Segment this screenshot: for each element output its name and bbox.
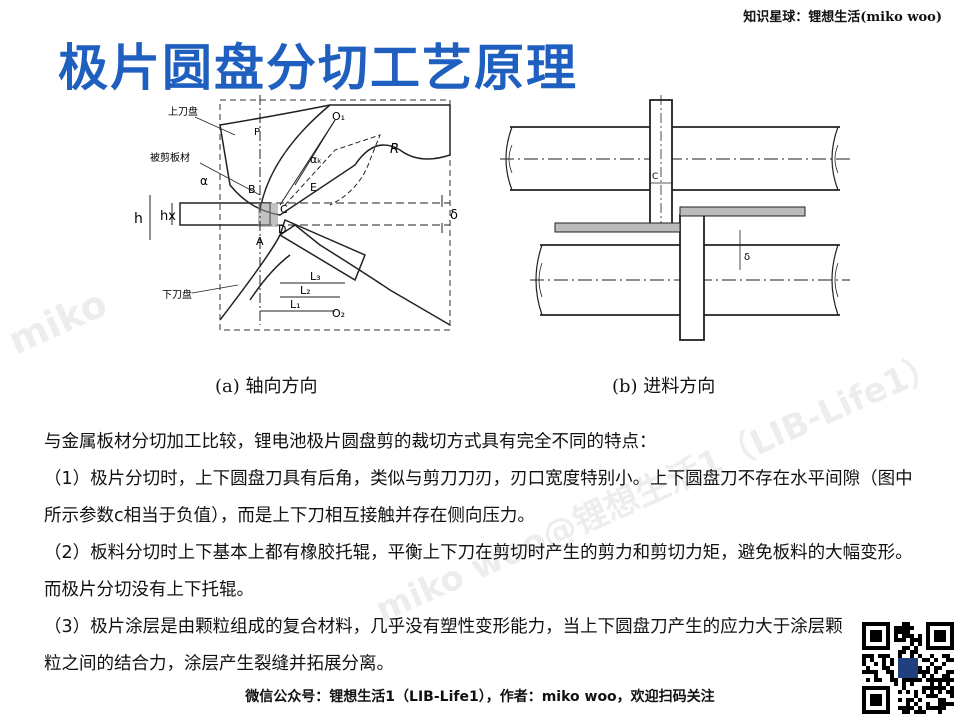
point-1-paragraph: （1）极片分切时，上下圆盘刀具有后角，类似与剪刀刀刃，刃口宽度特别小。上下圆盘刀… [44,469,913,526]
top-note: 知识星球：锂想生活(miko woo) [743,10,942,25]
figure-b-caption: (b) 进料方向 [612,376,716,397]
label-l2: L₂ [300,284,311,297]
label-sheet: 被剪板材 [150,151,190,164]
qr-code-icon [862,622,954,714]
body-text: 与金属板材分切加工比较，锂电池极片圆盘剪的裁切方式具有完全不同的特点： （1）极… [44,424,924,683]
label-o2: O₂ [332,307,345,320]
point-2-paragraph: （2）板料分切时上下基本上都有橡胶托辊，平衡上下刀在剪切时产生的剪力和剪切力矩，… [44,543,913,600]
label-hx: hx [160,209,176,224]
label-l1: L₁ [290,298,301,311]
label-l3: L₃ [310,270,321,283]
label-d: D [278,223,286,236]
label-a: A [256,235,264,248]
label-e: E [310,181,317,194]
figure-b-diagram: C δ [500,95,850,341]
figure-a-caption: (a) 轴向方向 [215,376,318,397]
label-b: B [248,183,256,196]
label-h: h [134,211,143,227]
label-lower-blade: 下刀盘 [162,288,192,301]
footer-text: 微信公众号：锂想生活1（LIB-Life1），作者：miko woo，欢迎扫码关… [245,689,715,705]
label-c: C [280,203,288,216]
label-p: P [254,127,260,138]
watermark-left: miko [1,280,114,364]
label-delta: δ [450,208,458,223]
page-title: 极片圆盘分切工艺原理 [58,39,578,97]
figure-a-diagram: 上刀盘 被剪板材 下刀盘 P O₁ O₂ R α αₖ B C D E A h … [134,95,458,331]
label-alpha: α [200,174,208,188]
label-delta-b: δ [744,252,750,263]
label-alpha-k: αₖ [310,153,322,166]
label-upper-blade: 上刀盘 [168,105,198,118]
intro-paragraph: 与金属板材分切加工比较，锂电池极片圆盘剪的裁切方式具有完全不同的特点： [44,432,657,452]
point-3-paragraph: （3）极片涂层是由颗粒组成的复合材料，几乎没有塑性变形能力，当上下圆盘刀产生的应… [44,617,843,674]
label-r: R [390,142,399,157]
label-o1: O₁ [332,110,345,123]
label-c-b: C [652,172,658,182]
